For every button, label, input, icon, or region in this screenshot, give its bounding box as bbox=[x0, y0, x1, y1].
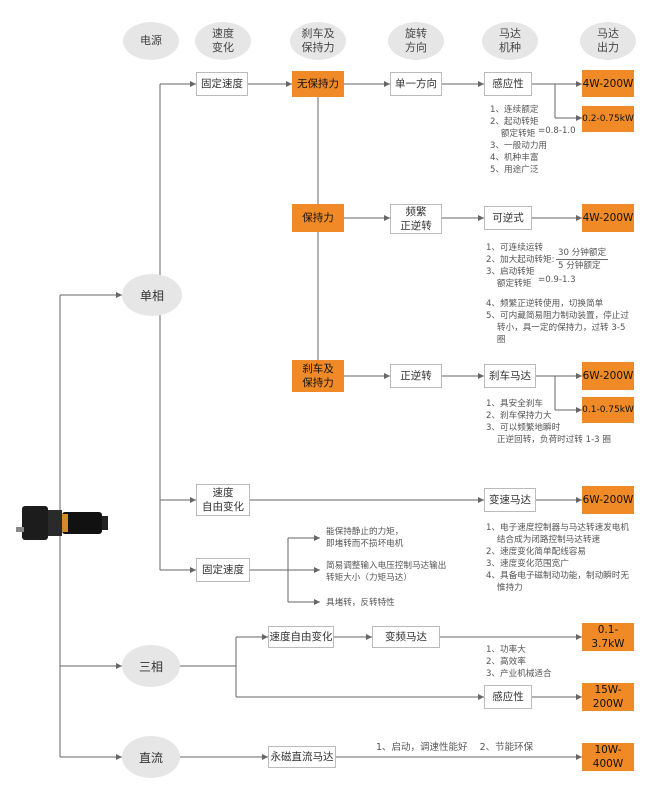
note-reversible-3: 3、启动转矩 额定转矩 bbox=[486, 267, 535, 289]
output-4w-200w-a: 4W-200W bbox=[582, 70, 634, 97]
box-brake-hold: 刹车及 保持力 bbox=[292, 360, 344, 392]
box-induction-three: 感应性 bbox=[484, 685, 532, 709]
note-reversible-ratio: =0.9-1.3 bbox=[538, 275, 576, 285]
header-brake-hold: 刹车及 保持力 bbox=[290, 22, 346, 60]
box-speed-control-motor: 变速马达 bbox=[484, 488, 536, 512]
note-reversible-frac-bottom: 5 分钟额定 bbox=[558, 261, 601, 271]
output-6w-200w-b: 6W-200W bbox=[582, 486, 634, 514]
note-reversible-rest: 4、频繁正逆转使用，切换简单 5、可内藏简易阻力制动装置，停止过 转小，具一定的… bbox=[486, 299, 629, 345]
box-no-hold: 无保持力 bbox=[292, 71, 344, 97]
box-induction: 感应性 bbox=[484, 72, 532, 96]
power-three-phase: 三相 bbox=[122, 645, 180, 687]
note-brake-motor: 1、具安全刹车 2、刹车保持力大 3、可以频繁地瞬时 正逆回转，负荷时过转 1-… bbox=[486, 399, 611, 445]
box-three-variable-speed: 速度自由变化 bbox=[268, 626, 334, 648]
power-single-phase: 单相 bbox=[122, 274, 182, 316]
fraction-line bbox=[556, 259, 608, 260]
power-dc: 直流 bbox=[122, 736, 180, 778]
header-motor-type: 马达 机种 bbox=[482, 22, 538, 60]
box-fixed-speed-2: 固定速度 bbox=[196, 558, 250, 582]
note-reversible-2: 2、加大起动转矩: bbox=[486, 255, 555, 265]
box-fixed-speed-1: 固定速度 bbox=[196, 72, 248, 96]
header-motor-output: 马达 出力 bbox=[580, 22, 636, 60]
note-fixed-b: 简易调整输入电压控制马达输出 转矩大小（力矩马达） bbox=[326, 561, 447, 583]
output-4w-200w-b: 4W-200W bbox=[582, 204, 634, 232]
note-fixed-c: 具堵转，反转特性 bbox=[326, 598, 395, 608]
output-6w-200w-a: 6W-200W bbox=[582, 362, 634, 390]
box-frequent-reverse: 频繁 正逆转 bbox=[390, 204, 442, 234]
note-induction: 1、连续额定 2、起动转矩 额定转矩 3、一般动力用 4、机种丰富 5、用途广泛 bbox=[490, 105, 548, 175]
motor-image bbox=[16, 506, 108, 540]
box-forward-reverse: 正逆转 bbox=[390, 364, 442, 388]
box-inverter-motor: 变频马达 bbox=[372, 626, 440, 648]
header-speed-change: 速度 变化 bbox=[195, 22, 251, 60]
note-induction-ratio: =0.8-1.0 bbox=[538, 126, 576, 136]
output-10w-400w: 10W-400W bbox=[582, 743, 634, 771]
header-rotation: 旋转 方向 bbox=[388, 22, 444, 60]
note-reversible-1: 1、可连续运转 bbox=[486, 243, 544, 253]
box-brake-motor: 刹车马达 bbox=[484, 364, 536, 388]
note-dc: 1、启动，调速性能好 2、节能环保 bbox=[376, 742, 534, 753]
output-0.2-0.75kw: 0.2-0.75kW bbox=[582, 106, 634, 132]
box-hold: 保持力 bbox=[292, 204, 344, 232]
output-15w-200w: 15W-200W bbox=[582, 683, 634, 711]
header-power: 电源 bbox=[123, 22, 179, 60]
box-dc-motor: 永磁直流马达 bbox=[268, 746, 336, 768]
note-reversible-frac-top: 30 分钟额定 bbox=[558, 248, 607, 258]
box-one-way: 单一方向 bbox=[390, 72, 442, 96]
box-reversible: 可逆式 bbox=[484, 206, 532, 230]
output-0.1-3.7kw: 0.1-3.7kW bbox=[582, 623, 634, 651]
box-variable-speed: 速度 自由变化 bbox=[196, 484, 250, 516]
note-speed-control: 1、电子速度控制器与马达转速发电机 结合成为闭路控制马达转速 2、速度变化简单配… bbox=[486, 523, 629, 593]
note-three-phase: 1、功率大 2、高效率 3、产业机械适合 bbox=[486, 645, 552, 679]
output-0.1-0.75kw: 0.1-0.75kW bbox=[582, 397, 634, 423]
note-fixed-a: 能保持静止的力矩， 即堵转而不损坏电机 bbox=[326, 527, 404, 549]
